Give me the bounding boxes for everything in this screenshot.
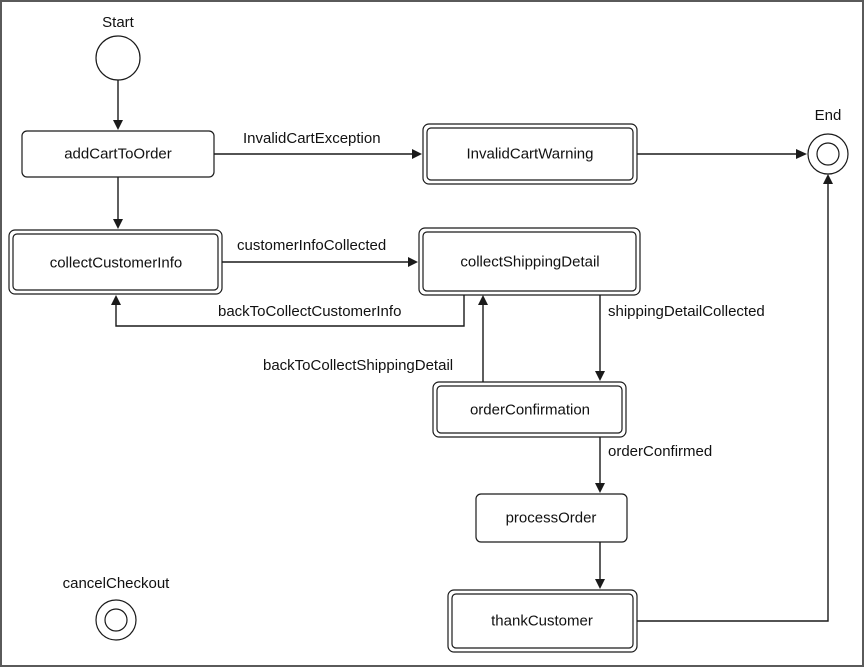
edge-process-order-to-thank-customer [595, 542, 605, 589]
edge-shipping-detail-collected: shippingDetailCollected [595, 295, 765, 381]
state-label: processOrder [506, 510, 597, 527]
arrow-head [823, 174, 833, 184]
arrow-head [796, 149, 807, 159]
edge-label-back-to-collect-customer-info: backToCollectCustomerInfo [218, 303, 401, 320]
edge-back-to-collect-shipping-detail: backToCollectShippingDetail [263, 295, 488, 382]
state-box-inner [451, 593, 634, 649]
edge-label-back-to-collect-shipping-detail: backToCollectShippingDetail [263, 357, 453, 374]
state-thank-customer[interactable]: thankCustomer [447, 589, 638, 653]
state-add-cart-to-order[interactable]: addCartToOrder [21, 130, 215, 178]
state-box [475, 493, 628, 543]
arrow-head [595, 483, 605, 493]
edge-thank-customer-to-end [637, 174, 833, 622]
state-label: orderConfirmation [470, 402, 590, 419]
edge-label-shipping-detail-collected: shippingDetailCollected [608, 303, 765, 320]
state-box-outer [432, 381, 627, 438]
arrow-head [595, 579, 605, 589]
state-box-inner [436, 385, 623, 434]
edge-label-customer-info-collected: customerInfoCollected [237, 237, 386, 254]
edge-back-to-collect-customer-info: backToCollectCustomerInfo [111, 295, 465, 327]
edge-label-order-confirmed: orderConfirmed [608, 443, 712, 460]
state-invalid-cart-warning[interactable]: InvalidCartWarning [422, 123, 638, 185]
edge-customer-info-collected: customerInfoCollected [222, 237, 418, 267]
end-node[interactable]: End [807, 107, 849, 175]
start-circle [95, 35, 141, 81]
arrow-head [478, 295, 488, 305]
state-collect-customer-info[interactable]: collectCustomerInfo [8, 229, 223, 295]
state-order-confirmation[interactable]: orderConfirmation [432, 381, 627, 438]
end-circle-inner [816, 142, 840, 166]
cancel-checkout-node[interactable]: cancelCheckout [63, 575, 171, 641]
state-box-inner [426, 127, 634, 181]
arrow-head [113, 219, 123, 229]
arrow-head [595, 371, 605, 381]
start-label: Start [102, 14, 135, 31]
arrow-head [412, 149, 422, 159]
edge-add-cart-to-collect-customer-info [113, 177, 123, 229]
state-label: collectShippingDetail [460, 254, 599, 271]
edge-invalid-cart-warning-to-end [637, 149, 807, 159]
cancel-circle-inner [104, 608, 128, 632]
state-box-outer [418, 227, 641, 296]
edge-invalid-cart-exception: InvalidCartException [214, 130, 422, 159]
state-collect-shipping-detail[interactable]: collectShippingDetail [418, 227, 641, 296]
state-box-inner [422, 231, 637, 292]
state-label: addCartToOrder [64, 146, 172, 163]
state-label: InvalidCartWarning [467, 146, 594, 163]
edge-order-confirmed: orderConfirmed [595, 437, 712, 493]
start-node[interactable]: Start [95, 14, 141, 81]
arrow-head [113, 120, 123, 130]
arrow-head [408, 257, 418, 267]
state-label: collectCustomerInfo [50, 255, 183, 272]
state-box-inner [12, 233, 219, 291]
state-process-order[interactable]: processOrder [475, 493, 628, 543]
end-label: End [815, 107, 842, 124]
edge-label-invalid-cart-exception: InvalidCartException [243, 130, 381, 147]
state-label: thankCustomer [491, 613, 593, 630]
arrow-head [111, 295, 121, 305]
cancel-checkout-label: cancelCheckout [63, 575, 171, 592]
edge-start-to-add-cart [113, 80, 123, 130]
